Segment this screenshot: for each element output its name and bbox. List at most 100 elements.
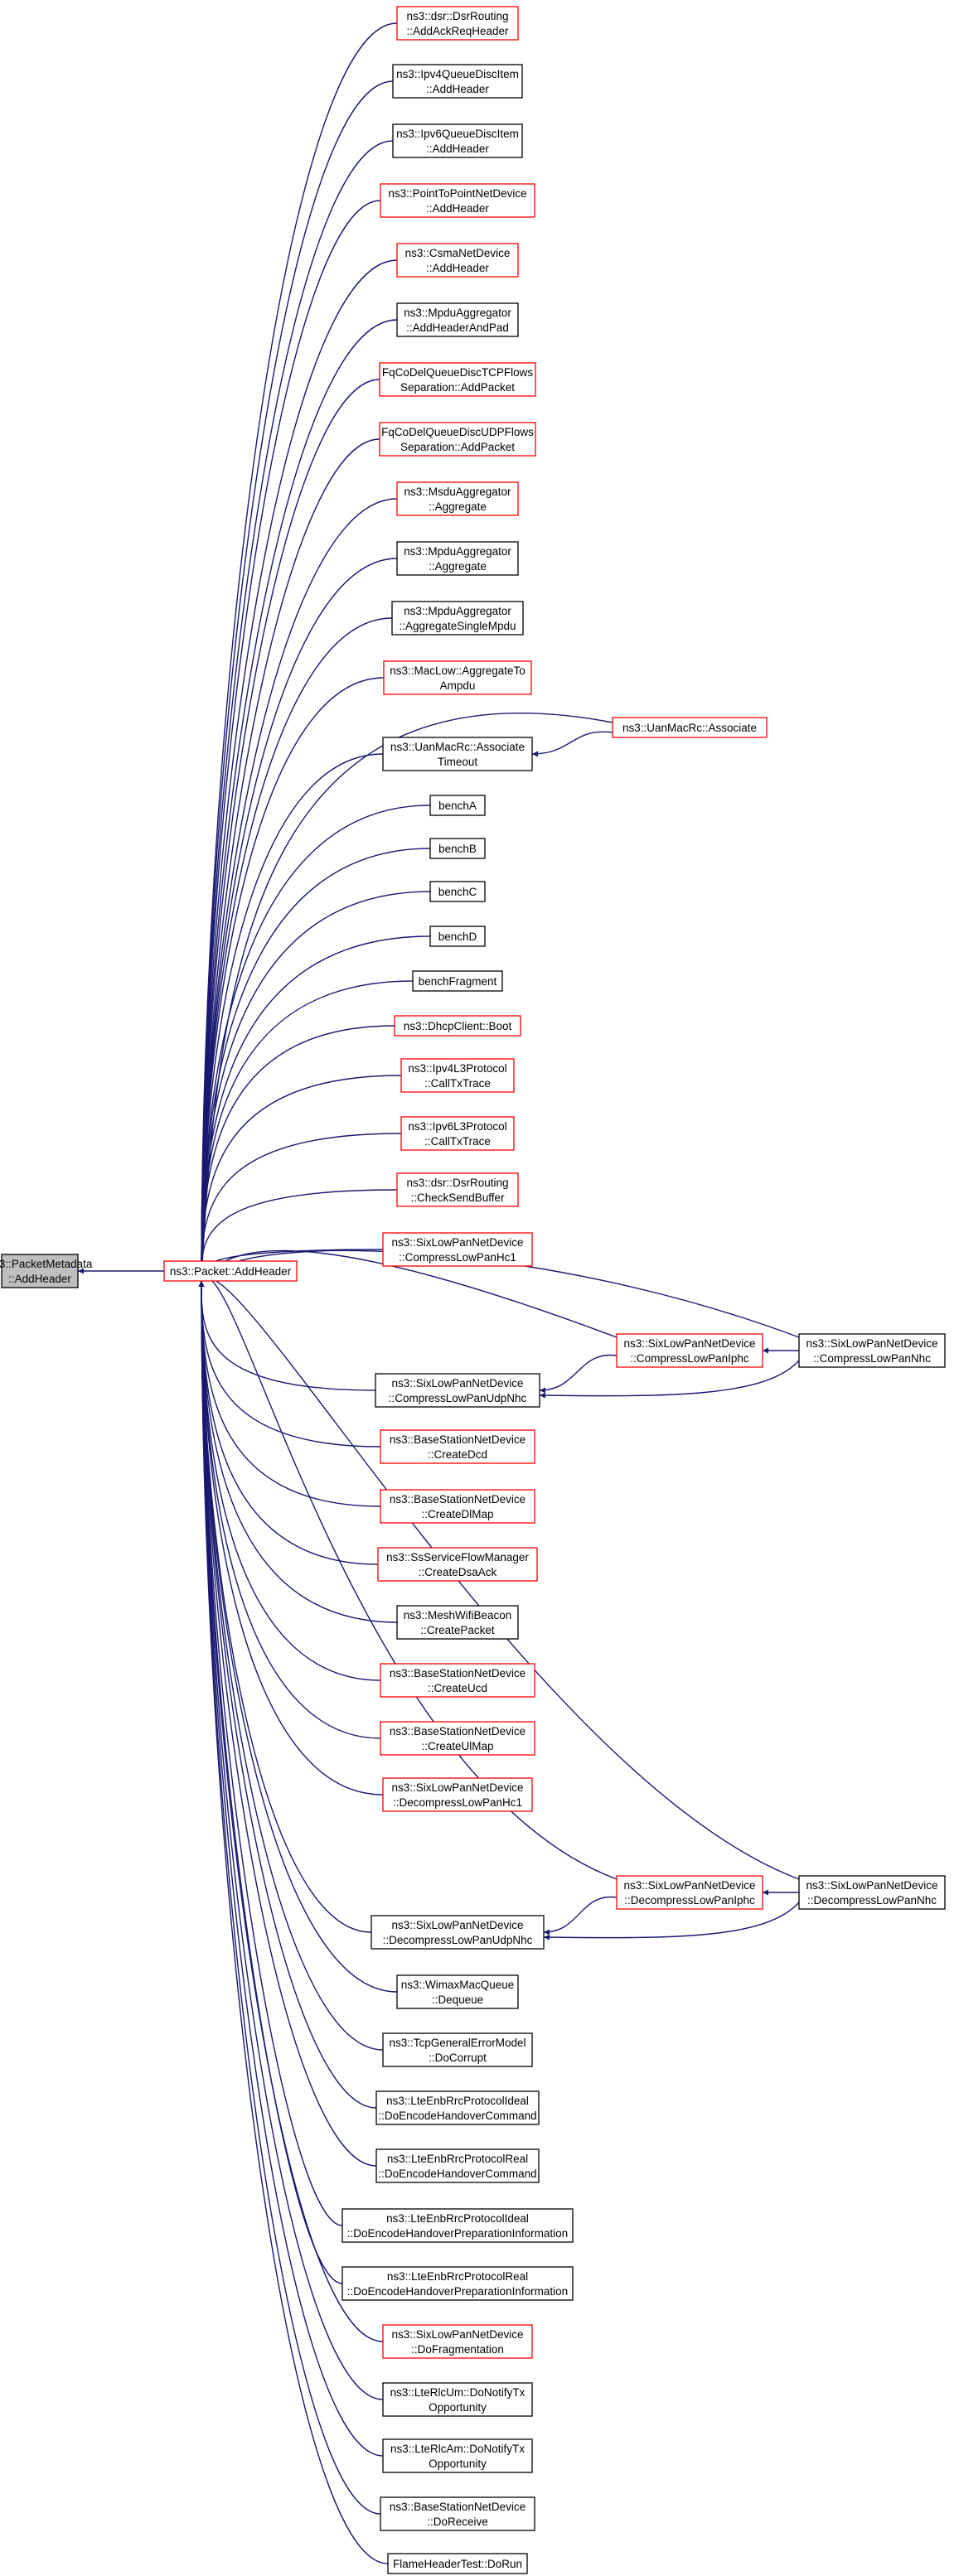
node-label-line: ns3::dsr::DsrRouting: [406, 1177, 508, 1189]
node-sixlow-comp-hc1[interactable]: ns3::SixLowPanNetDevice::CompressLowPanH…: [382, 1232, 533, 1267]
node-label-line: Opportunity: [429, 2458, 487, 2470]
node-label-line: ns3::MsduAggregator: [404, 486, 511, 498]
node-label-line: ns3::LteEnbRrcProtocolReal: [387, 2270, 528, 2283]
node-label-line: ns3::SsServiceFlowManager: [386, 1551, 529, 1563]
edge: [531, 731, 613, 757]
node-label-line: ::DoReceive: [427, 2516, 488, 2528]
node-bs-doreceive[interactable]: ns3::BaseStationNetDevice::DoReceive: [380, 2496, 535, 2531]
node-mpdu-agg[interactable]: ns3::MpduAggregator::Aggregate: [396, 541, 519, 576]
node-label-line: ns3::TcpGeneralErrorModel: [389, 2037, 526, 2049]
edge-sixlow-comp-iphc-to-sixlow-comp-udpnhc: [539, 1354, 618, 1394]
node-sixlow-dofrag[interactable]: ns3::SixLowPanNetDevice::DoFragmentation: [382, 2324, 533, 2359]
node-msdu-agg[interactable]: ns3::MsduAggregator::Aggregate: [396, 481, 519, 516]
node-fq-tcp[interactable]: FqCoDelQueueDiscTCPFlowsSeparation::AddP…: [379, 362, 536, 397]
node-label-line: ::AddHeaderAndPad: [406, 321, 509, 334]
node-mpdu-single[interactable]: ns3::MpduAggregator::AggregateSingleMpdu: [391, 601, 524, 636]
node-sixlow-decomp-nhc[interactable]: ns3::SixLowPanNetDevice::DecompressLowPa…: [798, 1875, 946, 1910]
node-box: [379, 362, 536, 397]
node-label-line: FlameHeaderTest::DoRun: [393, 2558, 522, 2570]
node-lte-real-prep[interactable]: ns3::LteEnbRrcProtocolReal::DoEncodeHand…: [341, 2266, 574, 2301]
node-label-line: benchC: [438, 886, 477, 898]
node-label-line: ::CreateDsaAck: [419, 1566, 497, 1578]
node-bs-createdcd[interactable]: ns3::BaseStationNetDevice::CreateDcd: [380, 1429, 535, 1464]
node-box: [400, 1058, 515, 1093]
node-ss-createdsaack[interactable]: ns3::SsServiceFlowManager::CreateDsaAck: [377, 1547, 538, 1582]
node-benchfrag[interactable]: benchFragment: [412, 970, 503, 992]
node-label-line: Separation::AddPacket: [400, 381, 515, 394]
node-box: [380, 1663, 535, 1698]
node-box: [616, 1875, 763, 1910]
node-dsr-addackreq[interactable]: ns3::dsr::DsrRouting::AddAckReqHeader: [396, 6, 519, 41]
node-flame-dorun[interactable]: FlameHeaderTest::DoRun: [387, 2553, 528, 2574]
node-label-line: ::CreateUlMap: [421, 1740, 493, 1752]
node-box: [375, 2090, 540, 2125]
node-ipv6qdi[interactable]: ns3::Ipv6QueueDiscItem::AddHeader: [392, 123, 523, 158]
node-wimax-dequeue[interactable]: ns3::WimaxMacQueue::Dequeue: [396, 1974, 519, 2009]
node-sixlow-decomp-iphc[interactable]: ns3::SixLowPanNetDevice::DecompressLowPa…: [616, 1875, 763, 1910]
node-box: [798, 1875, 946, 1910]
node-packetmetadata: ns3::PacketMetadata::AddHeader: [0, 1254, 93, 1288]
node-lte-ideal-prep[interactable]: ns3::LteEnbRrcProtocolIdeal::DoEncodeHan…: [341, 2208, 574, 2243]
node-benchc[interactable]: benchC: [429, 881, 486, 902]
node-box: [380, 1489, 535, 1524]
node-label-line: ns3::Ipv4L3Protocol: [408, 1062, 506, 1075]
node-label-line: Timeout: [438, 756, 478, 768]
node-csma[interactable]: ns3::CsmaNetDevice::AddHeader: [396, 243, 519, 278]
node-ipv6l3-calltx[interactable]: ns3::Ipv6L3Protocol::CallTxTrace: [400, 1116, 515, 1151]
edge: [198, 1280, 377, 2167]
node-benchb[interactable]: benchB: [429, 838, 486, 859]
node-box: [400, 1116, 515, 1151]
node-box: [379, 422, 536, 457]
edge: [543, 1902, 800, 1940]
node-label-line: ns3::MpduAggregator: [404, 545, 511, 558]
node-label-line: ::DecompressLowPanUdpNhc: [383, 1934, 533, 1946]
node-dsr-checksend[interactable]: ns3::dsr::DsrRouting::CheckSendBuffer: [396, 1172, 519, 1207]
node-bs-createulmap[interactable]: ns3::BaseStationNetDevice::CreateUlMap: [380, 1721, 535, 1756]
node-label-line: ns3::SixLowPanNetDevice: [391, 2328, 523, 2341]
node-dhcp-boot[interactable]: ns3::DhcpClient::Boot: [394, 1015, 521, 1037]
node-tcp-docorrupt[interactable]: ns3::TcpGeneralErrorModel::DoCorrupt: [382, 2032, 533, 2067]
node-p2p[interactable]: ns3::PointToPointNetDevice::AddHeader: [380, 183, 535, 218]
node-sixlow-comp-udpnhc[interactable]: ns3::SixLowPanNetDevice::CompressLowPanU…: [375, 1373, 540, 1408]
edge: [198, 1280, 343, 2226]
node-lte-ideal-ho[interactable]: ns3::LteEnbRrcProtocolIdeal::DoEncodeHan…: [375, 2090, 540, 2125]
node-box: [375, 1373, 540, 1408]
node-bs-createdlmap[interactable]: ns3::BaseStationNetDevice::CreateDlMap: [380, 1489, 535, 1524]
node-ipv4l3-calltx[interactable]: ns3::Ipv4L3Protocol::CallTxTrace: [400, 1058, 515, 1093]
node-sixlow-decomp-hc1[interactable]: ns3::SixLowPanNetDevice::DecompressLowPa…: [382, 1777, 533, 1812]
node-bencha[interactable]: benchA: [429, 795, 486, 816]
node-uan-assoc[interactable]: ns3::UanMacRc::Associate: [612, 717, 768, 738]
node-sixlow-comp-nhc[interactable]: ns3::SixLowPanNetDevice::CompressLowPanN…: [798, 1333, 946, 1368]
edge-sixlow-decomp-iphc-to-sixlow-decomp-udpnhc: [543, 1896, 618, 1936]
node-mesh-createpacket[interactable]: ns3::MeshWifiBeacon::CreatePacket: [396, 1605, 519, 1640]
node-box: [429, 926, 486, 947]
node-box: [383, 660, 532, 695]
node-box: [163, 1260, 298, 1282]
node-sixlow-comp-iphc[interactable]: ns3::SixLowPanNetDevice::CompressLowPanI…: [616, 1333, 763, 1368]
edge: [198, 1075, 402, 1282]
node-box: [429, 795, 486, 816]
node-label-line: ::Aggregate: [429, 500, 487, 513]
node-box: [429, 881, 486, 902]
node-label-line: ::DoCorrupt: [429, 2052, 487, 2064]
node-benchd[interactable]: benchD: [429, 926, 486, 947]
node-bs-createucd[interactable]: ns3::BaseStationNetDevice::CreateUcd: [380, 1663, 535, 1698]
node-label-line: FqCoDelQueueDiscUDPFlows: [381, 426, 534, 438]
edge-sixlow-dofrag-to-packet: [198, 1280, 384, 2342]
node-packet[interactable]: ns3::Packet::AddHeader: [163, 1260, 298, 1282]
node-mpdu-addpad[interactable]: ns3::MpduAggregator::AddHeaderAndPad: [396, 302, 519, 337]
node-lte-real-ho[interactable]: ns3::LteEnbRrcProtocolReal::DoEncodeHand…: [375, 2148, 540, 2183]
node-ipv4qdi[interactable]: ns3::Ipv4QueueDiscItem::AddHeader: [392, 64, 523, 99]
node-label-line: ::CompressLowPanHc1: [399, 1251, 516, 1264]
node-label-line: ::DecompressLowPanIphc: [624, 1894, 755, 1907]
node-label-line: Ampdu: [440, 679, 476, 692]
node-label-line: ::AddHeader: [8, 1273, 71, 1285]
node-box: [392, 123, 523, 158]
node-fq-udp[interactable]: FqCoDelQueueDiscUDPFlowsSeparation::AddP…: [379, 422, 536, 457]
node-sixlow-decomp-udpnhc[interactable]: ns3::SixLowPanNetDevice::DecompressLowPa…: [371, 1915, 545, 1950]
node-label-line: ns3::SixLowPanNetDevice: [391, 1236, 523, 1249]
